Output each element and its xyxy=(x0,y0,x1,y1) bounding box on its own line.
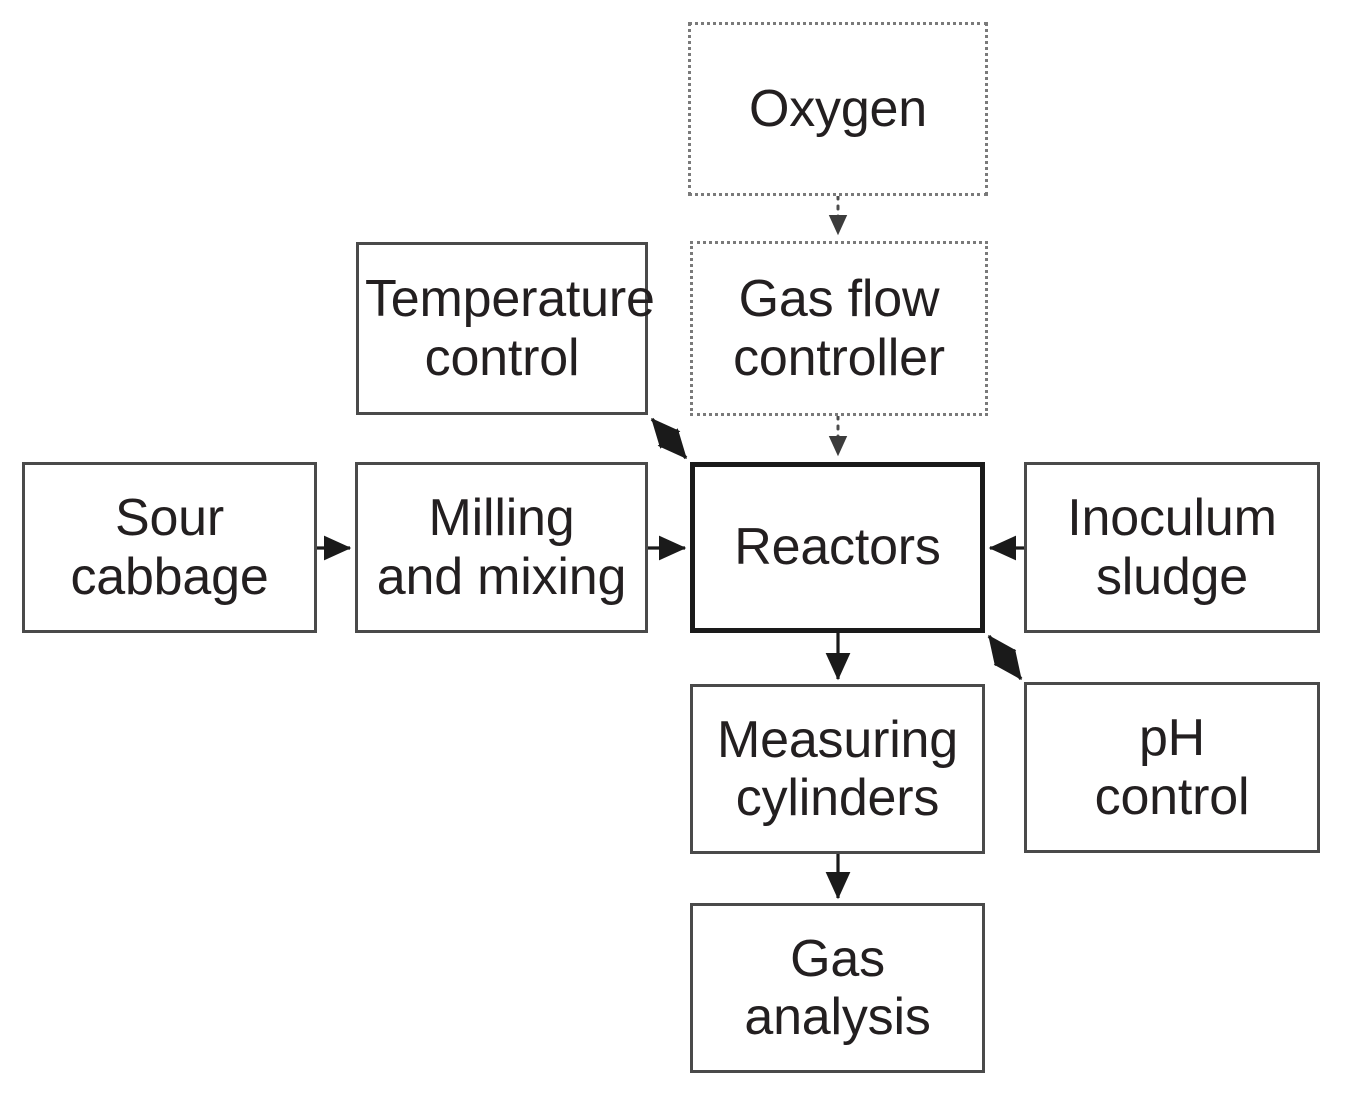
node-inoculum-sludge[interactable]: Inoculum sludge xyxy=(1024,462,1320,633)
node-temperature-control-label: Temperature control xyxy=(365,270,655,387)
node-measuring-cylinders-label: Measuring cylinders xyxy=(717,710,958,827)
node-sour-cabbage-label: Sour cabbage xyxy=(70,489,269,606)
node-gas-flow-controller-label: Gas flow controller xyxy=(733,270,945,387)
node-milling-and-mixing[interactable]: Milling and mixing xyxy=(355,462,648,633)
node-gas-analysis[interactable]: Gas analysis xyxy=(690,903,985,1073)
node-ph-control[interactable]: pH control xyxy=(1024,682,1320,853)
node-milling-and-mixing-label: Milling and mixing xyxy=(376,489,627,606)
edge-temperature-control-to-reactors xyxy=(650,417,688,460)
edge-reactors-to-ph-control xyxy=(987,634,1023,681)
node-inoculum-sludge-label: Inoculum sludge xyxy=(1067,489,1277,606)
node-temperature-control[interactable]: Temperature control xyxy=(356,242,655,415)
node-gas-flow-controller[interactable]: Gas flow controller xyxy=(690,241,988,416)
node-oxygen[interactable]: Oxygen xyxy=(688,22,988,196)
node-reactors-label: Reactors xyxy=(734,518,941,577)
node-sour-cabbage[interactable]: Sour cabbage xyxy=(22,462,317,633)
node-measuring-cylinders[interactable]: Measuring cylinders xyxy=(690,684,985,854)
node-gas-analysis-label: Gas analysis xyxy=(744,929,931,1046)
node-oxygen-label: Oxygen xyxy=(748,79,927,138)
node-ph-control-label: pH control xyxy=(1094,709,1250,826)
node-reactors[interactable]: Reactors xyxy=(690,462,985,633)
